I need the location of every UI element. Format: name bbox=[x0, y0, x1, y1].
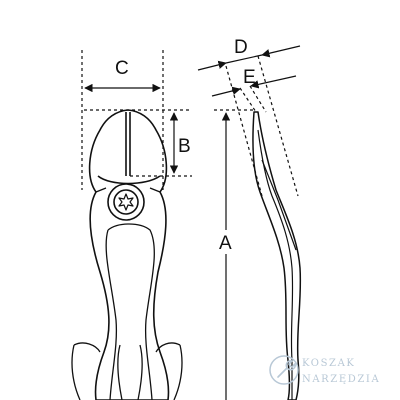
dimension-c bbox=[81, 50, 164, 190]
handle-grip-right bbox=[173, 344, 183, 400]
front-view-pliers bbox=[71, 109, 183, 400]
side-jaw-edge bbox=[261, 159, 297, 251]
dim-label-a: A bbox=[219, 233, 232, 254]
side-inner-line bbox=[257, 129, 294, 400]
handle-split-2 bbox=[137, 344, 143, 400]
dimension-b bbox=[84, 109, 192, 177]
dim-label-e: E bbox=[243, 67, 256, 88]
side-view-pliers bbox=[252, 111, 302, 400]
watermark-circle bbox=[269, 355, 299, 385]
dimension-d bbox=[197, 45, 301, 197]
dim-e-arrow-left bbox=[211, 86, 241, 97]
grip-inner-outline-left bbox=[105, 229, 118, 400]
dim-label-c: C bbox=[115, 58, 129, 79]
watermark-line-2: NARZĘDZIA bbox=[302, 374, 380, 385]
side-notch bbox=[95, 187, 107, 193]
watermark: KOSZAK NARZĘDZIA bbox=[269, 355, 380, 385]
dim-label-d: D bbox=[234, 37, 248, 58]
handle-grip-right-2 bbox=[155, 342, 181, 353]
dim-e-ext-2 bbox=[249, 85, 267, 113]
side-outline bbox=[252, 111, 302, 400]
dim-d-ext-2 bbox=[257, 55, 299, 197]
grip-inner-outline bbox=[107, 223, 155, 400]
wrench-icon bbox=[277, 360, 296, 378]
dim-d-line bbox=[225, 54, 263, 64]
dimension-e bbox=[211, 75, 297, 113]
dim-d-arrow-left bbox=[197, 60, 227, 71]
torx-star-icon bbox=[118, 193, 134, 211]
handle-grip-left-2 bbox=[73, 342, 101, 353]
dim-e-arrow-right bbox=[250, 75, 297, 89]
dim-d-arrow-right bbox=[261, 45, 301, 58]
dim-label-b: B bbox=[178, 136, 191, 157]
pliers-body-outline bbox=[88, 109, 170, 400]
watermark-line-1: KOSZAK bbox=[302, 358, 356, 369]
side-notch-right bbox=[149, 187, 161, 193]
dim-e-ext-1 bbox=[239, 87, 257, 113]
dim-d-ext-1 bbox=[225, 65, 263, 197]
dimension-a bbox=[214, 109, 256, 400]
handle-grip-left bbox=[71, 344, 81, 400]
handle-split bbox=[117, 344, 123, 400]
